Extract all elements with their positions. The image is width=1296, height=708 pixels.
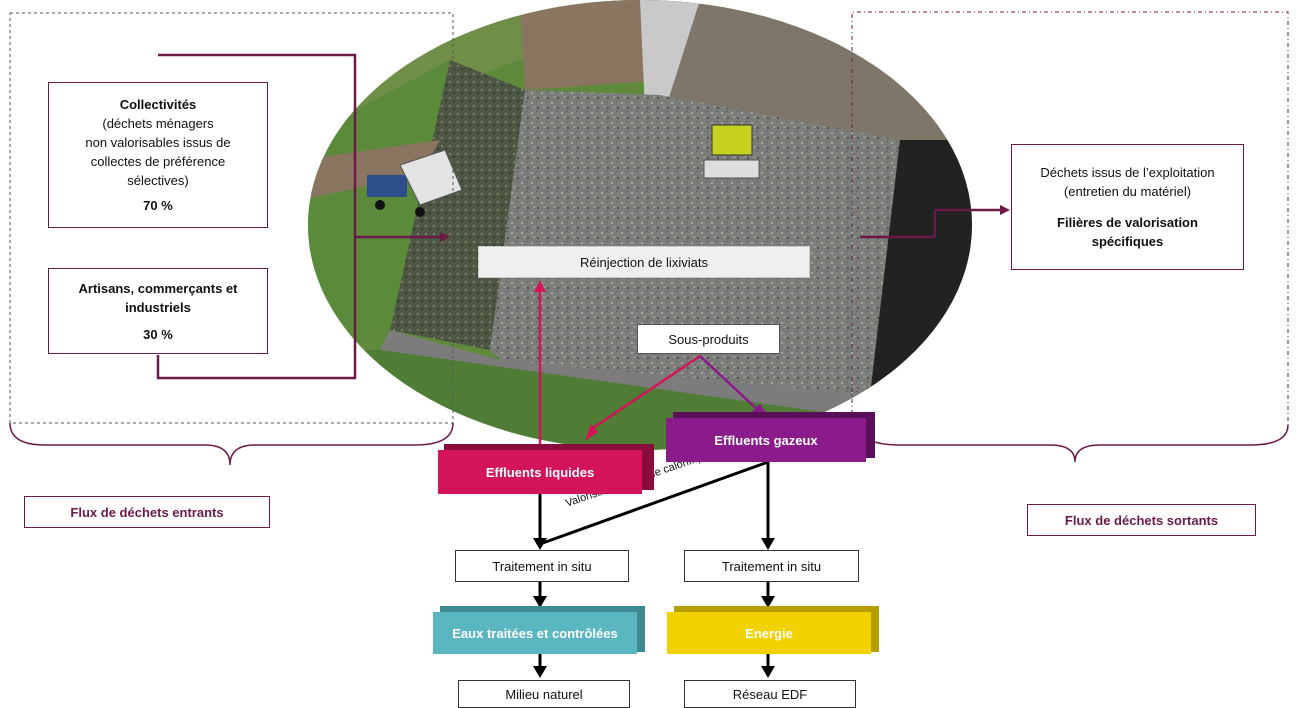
outputs-bold1: Filières de valorisation xyxy=(1057,215,1198,230)
collectivites-box: Collectivités (déchets ménagers non valo… xyxy=(48,82,268,228)
gas-destination-box: Réseau EDF xyxy=(684,680,856,708)
output-flow-label: Flux de déchets sortants xyxy=(1027,504,1256,536)
sous-produits-label: Sous-produits xyxy=(637,324,780,354)
artisans-line1: Artisans, commerçants et xyxy=(78,280,238,296)
treated-water-box: Eaux traitées et contrôlées xyxy=(433,612,637,654)
liquid-treatment-box: Traitement in situ xyxy=(455,550,629,582)
energy-box: Energie xyxy=(667,612,871,654)
artisans-line2: industriels xyxy=(125,299,191,315)
outputs-line1: Déchets issus de l’exploitation xyxy=(1040,165,1215,180)
effluents-liquides-box: Effluents liquides xyxy=(438,450,642,494)
reinjection-label: Réinjection de lixiviats xyxy=(478,246,810,278)
liquid-destination-box: Milieu naturel xyxy=(458,680,630,708)
outputs-line2: (entretien du matériel) xyxy=(1063,184,1192,199)
collectivites-line4: sélectives) xyxy=(127,173,189,188)
outputs-box: Déchets issus de l’exploitation (entreti… xyxy=(1011,144,1244,270)
artisans-box: Artisans, commerçants et industriels 30 … xyxy=(48,268,268,354)
effluents-gazeux-box: Effluents gazeux xyxy=(666,418,866,462)
collectivites-title: Collectivités xyxy=(119,97,197,112)
input-flow-label: Flux de déchets entrants xyxy=(24,496,270,528)
collectivites-line3: collectes de préférence xyxy=(90,154,226,169)
collectivites-line1: (déchets ménagers xyxy=(102,116,214,131)
collectivites-line2: non valorisables issus de xyxy=(85,135,231,150)
collectivites-percent: 70 % xyxy=(143,198,173,213)
artisans-percent: 30 % xyxy=(143,326,173,342)
gas-treatment-box: Traitement in situ xyxy=(684,550,859,582)
outputs-bold2: spécifiques xyxy=(1091,234,1164,249)
